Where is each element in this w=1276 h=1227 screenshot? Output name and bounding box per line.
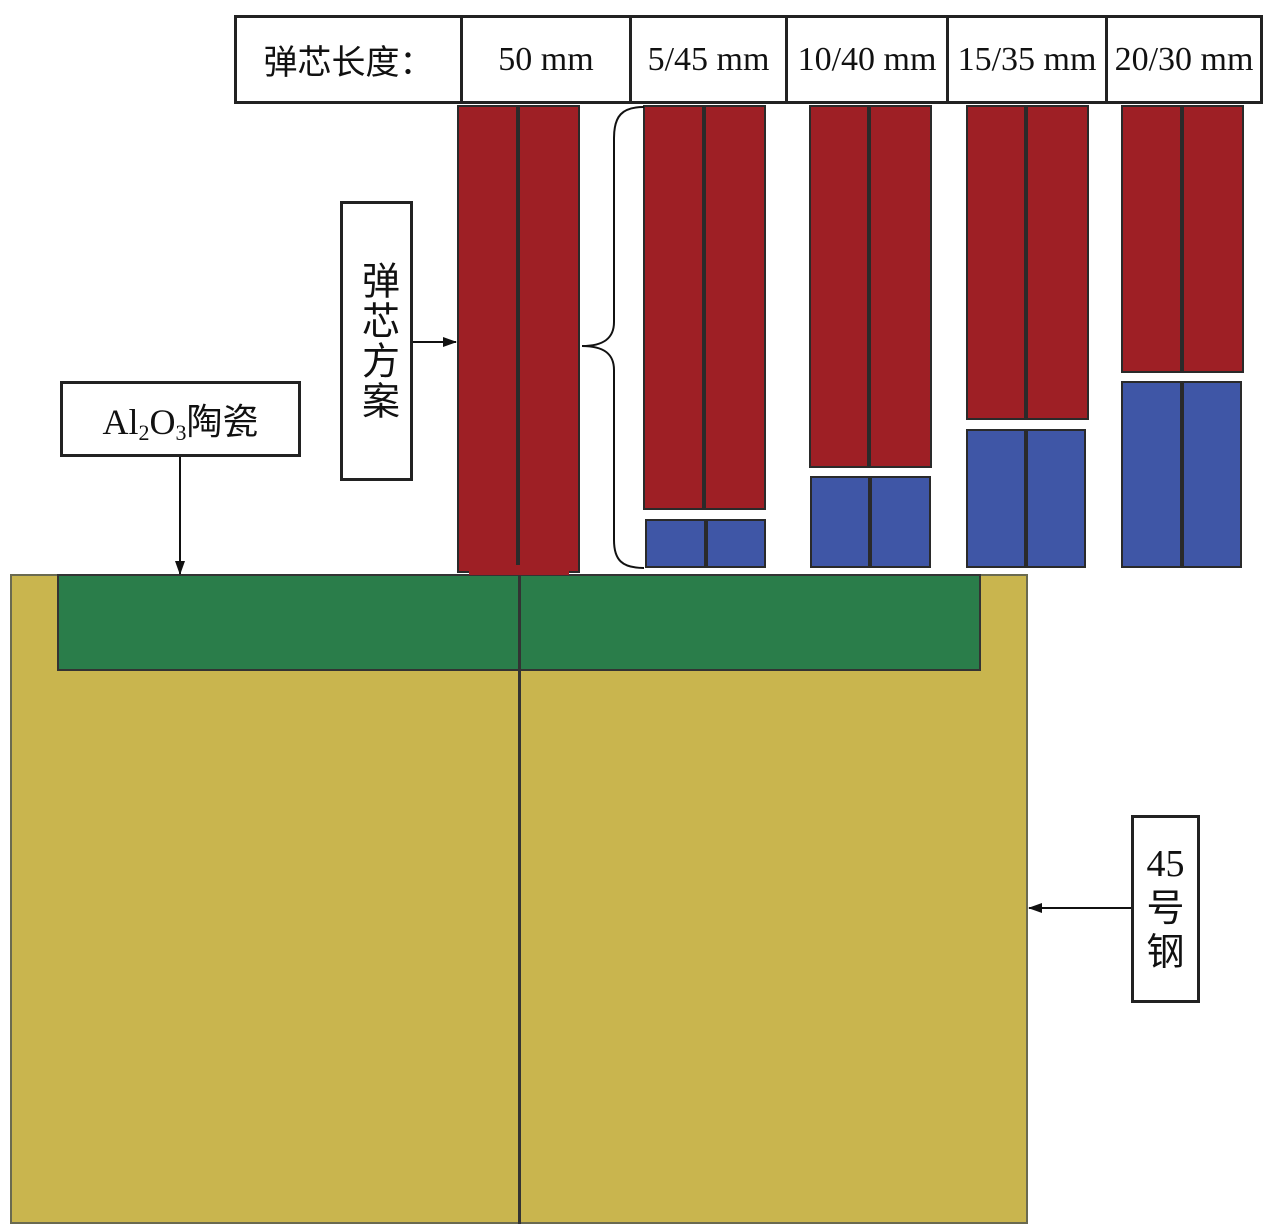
steel-label-box: 45 号 钢 (1131, 815, 1200, 1003)
scheme-brace (581, 106, 645, 569)
header-col-20-30: 20/30 mm (1105, 15, 1263, 104)
core-15-35-seg-right (1026, 429, 1086, 568)
header-col-label: 10/40 mm (797, 40, 937, 78)
steel-label-hao: 号 (1146, 887, 1185, 930)
ceramic-label-al: Al (102, 401, 139, 442)
core-5-45-main-right (704, 105, 766, 510)
ceramic-label-text: 陶瓷 (186, 401, 259, 442)
header-col-15-35: 15/35 mm (946, 15, 1108, 104)
steel-label-45: 45 (1146, 842, 1185, 885)
ceramic-label-sub2: 3 (175, 419, 187, 445)
core-5-45-seg-left (645, 519, 706, 568)
core-15-35-main-right (1026, 105, 1089, 420)
header-col-50: 50 mm (460, 15, 632, 104)
core-15-35-seg-left (966, 429, 1026, 568)
core-10-40-seg-left (810, 476, 870, 568)
steel-label: 45 号 钢 (1146, 842, 1184, 976)
ceramic-label-sub1: 2 (138, 419, 150, 445)
core-20-30-seg-left (1121, 381, 1182, 568)
core-10-40-main-left (809, 105, 869, 468)
core-20-30-seg-right (1182, 381, 1242, 568)
header-col-label: 15/35 mm (957, 40, 1097, 78)
centerline (518, 574, 521, 1224)
core-scheme-label-box: 弹芯方案 (340, 201, 413, 481)
header-col-label: 50 mm (498, 40, 594, 78)
header-col-label: 5/45 mm (647, 40, 770, 78)
projectile-50-right (518, 105, 580, 573)
header-col-label: 20/30 mm (1114, 40, 1254, 78)
ceramic-label-box: Al2O3陶瓷 (60, 381, 301, 457)
core-10-40-seg-right (870, 476, 931, 568)
header-col-10-40: 10/40 mm (785, 15, 949, 104)
header-title: 弹芯长度： (263, 45, 434, 82)
core-15-35-main-left (966, 105, 1026, 420)
header-title-cell: 弹芯长度： (234, 15, 463, 104)
core-5-45-main-left (643, 105, 704, 510)
steel-label-gang: 钢 (1146, 932, 1185, 975)
ceramic-label-o: O (149, 401, 176, 442)
core-10-40-main-right (869, 105, 932, 468)
projectile-50-left (457, 105, 518, 573)
projectile-50-tip (469, 565, 569, 575)
core-scheme-label: 弹芯方案 (355, 261, 398, 421)
core-20-30-main-right (1182, 105, 1244, 373)
core-5-45-seg-right (706, 519, 766, 568)
ceramic-label: Al2O3陶瓷 (102, 393, 258, 446)
core-20-30-main-left (1121, 105, 1182, 373)
